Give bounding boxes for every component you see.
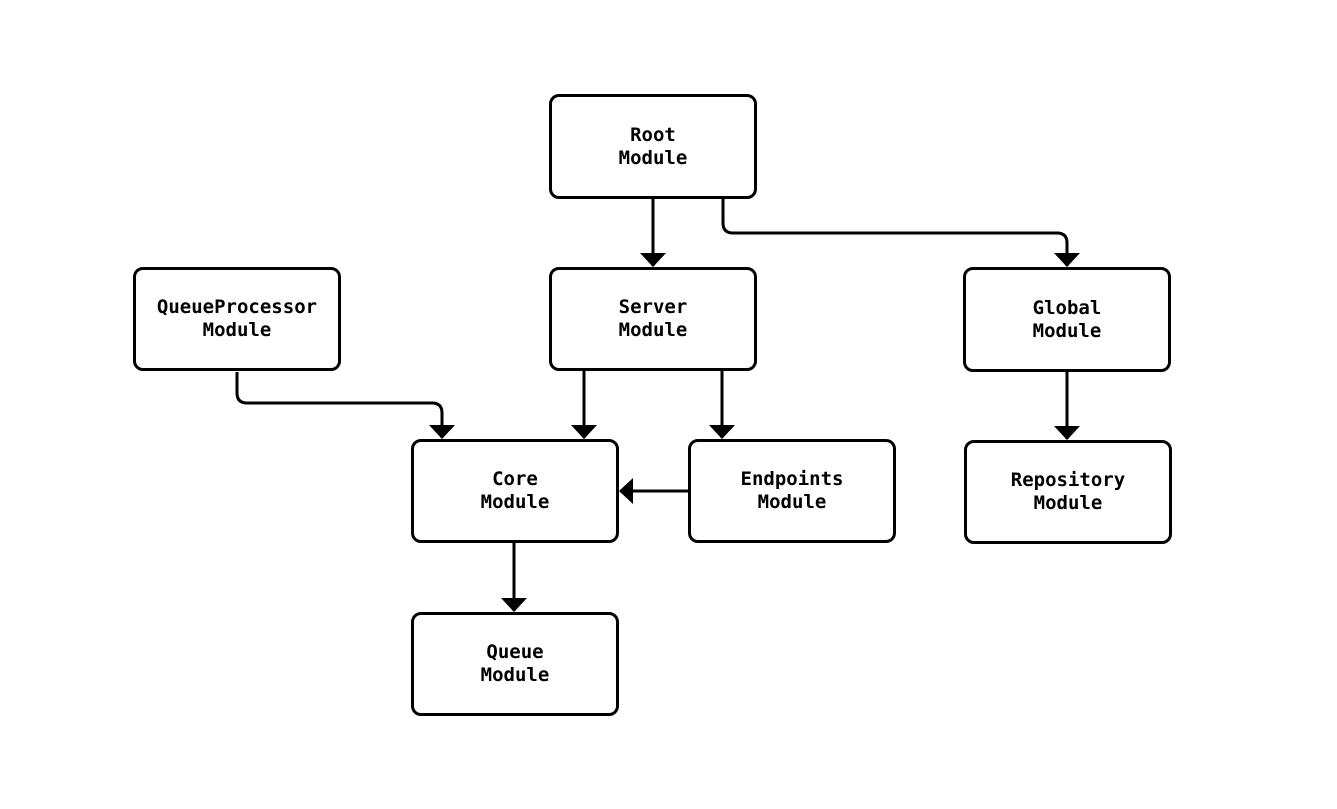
node-endpoints-module: Endpoints Module xyxy=(688,439,896,543)
node-server-module: Server Module xyxy=(549,267,757,371)
node-root-module: Root Module xyxy=(549,94,757,199)
node-core-module: Core Module xyxy=(411,439,619,543)
node-queue-module: Queue Module xyxy=(411,612,619,716)
edge-root-to-global xyxy=(721,198,1080,267)
node-queueprocessor-module: QueueProcessor Module xyxy=(133,267,341,371)
edge-queueprocessor-to-core xyxy=(235,372,455,439)
node-global-module: Global Module xyxy=(963,267,1171,372)
node-repository-module: Repository Module xyxy=(964,440,1172,544)
